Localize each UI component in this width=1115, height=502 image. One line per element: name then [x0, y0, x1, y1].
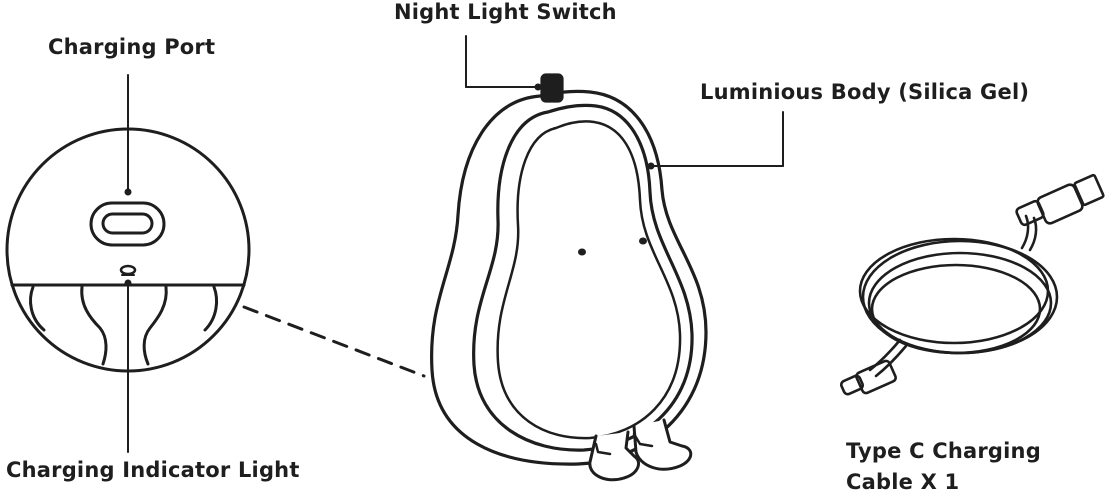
- night-light-switch-button: [540, 73, 564, 103]
- type-c-cable: [839, 173, 1105, 396]
- zoom-dashed-connector: [242, 305, 426, 378]
- night-light-device: [430, 73, 708, 482]
- left-eye: [578, 248, 586, 256]
- indicator-light-icon: [119, 264, 137, 276]
- type-c-cable-label-line1: Type C Charging: [846, 439, 1041, 463]
- usb-c-port-icon: [89, 201, 166, 247]
- charging-indicator-leader: [124, 279, 132, 453]
- night-light-switch-leader: [465, 35, 542, 91]
- night-light-switch-label: Night Light Switch: [394, 0, 617, 24]
- right-eye: [639, 237, 647, 245]
- feet: [588, 418, 693, 482]
- zoom-detail-circle: [5, 74, 251, 453]
- charging-indicator-light-label: Charging Indicator Light: [6, 458, 300, 482]
- luminious-body-leader: [647, 111, 784, 170]
- type-c-cable-label: Type C Charging Cable X 1: [846, 436, 1041, 498]
- charging-port-label: Charging Port: [48, 35, 216, 59]
- usb-c-plug-icon: [839, 359, 897, 396]
- luminious-body-label: Luminious Body (Silica Gel): [700, 80, 1030, 104]
- charging-port-leader: [124, 74, 132, 196]
- type-c-cable-label-line2: Cable X 1: [846, 470, 960, 494]
- usb-a-plug-icon: [1015, 173, 1105, 227]
- feet-detail: [29, 285, 219, 366]
